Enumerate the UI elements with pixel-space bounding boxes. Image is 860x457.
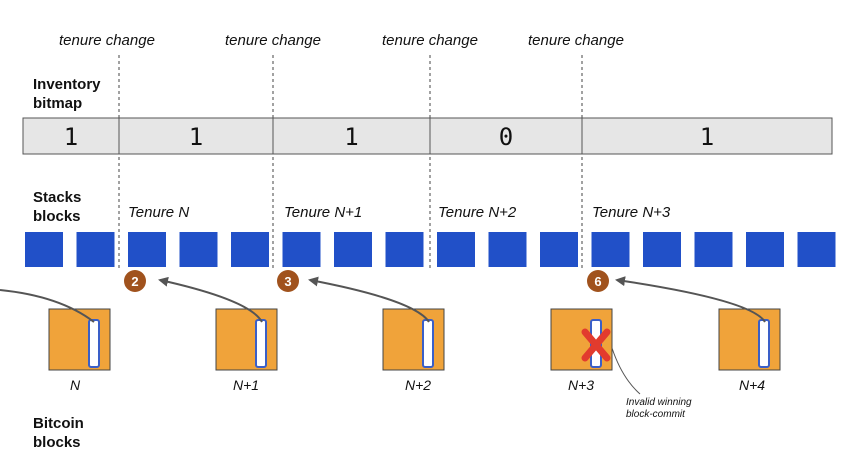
tenure-label-n2: Tenure N+2 bbox=[438, 204, 517, 221]
commit-badge-number: 3 bbox=[284, 274, 291, 289]
tenure-change-label: tenure change bbox=[225, 32, 321, 49]
inventory-label-line1: Inventory bbox=[33, 76, 101, 93]
bitcoin-block-label: N+4 bbox=[739, 377, 766, 393]
bitmap-cell-value: 1 bbox=[64, 123, 78, 151]
bitmap-cell-value: 0 bbox=[499, 123, 513, 151]
inventory-label-line2: bitmap bbox=[33, 95, 83, 112]
block-commit-marker bbox=[255, 319, 267, 368]
stacks-block bbox=[643, 232, 681, 267]
tenure-label-n1: Tenure N+1 bbox=[284, 204, 363, 221]
invalid-x-icon bbox=[581, 328, 611, 362]
bitmap-cell-value: 1 bbox=[189, 123, 203, 151]
bitcoin-block-label: N+3 bbox=[568, 377, 595, 393]
stacks-block bbox=[128, 232, 166, 267]
stacks-block bbox=[694, 232, 733, 267]
stacks-block bbox=[488, 232, 527, 267]
bitcoin-block-label: N+2 bbox=[405, 377, 432, 393]
bitmap-cell-value: 1 bbox=[700, 123, 714, 151]
stacks-block bbox=[334, 232, 372, 267]
stacks-block bbox=[385, 232, 424, 267]
commit-badge-number: 2 bbox=[131, 274, 138, 289]
stacks-block bbox=[76, 232, 115, 267]
bitcoin-label-line2: blocks bbox=[33, 434, 81, 451]
commit-arrow-incoming bbox=[0, 289, 95, 323]
bitcoin-block-label: N+1 bbox=[233, 377, 260, 393]
commit-arrow bbox=[158, 276, 263, 323]
bitcoin-block-label: N bbox=[70, 377, 81, 393]
bitcoin-block bbox=[48, 308, 111, 371]
stacks-blocks-label: Stacks blocks bbox=[33, 188, 81, 226]
bitcoin-block bbox=[215, 308, 278, 371]
stacks-block bbox=[282, 232, 321, 267]
bitmap-cell-value: 1 bbox=[344, 123, 358, 151]
commit-badge-number: 6 bbox=[594, 274, 601, 289]
stacks-block bbox=[179, 232, 218, 267]
block-commit-marker bbox=[422, 319, 434, 368]
bitcoin-label-line1: Bitcoin bbox=[33, 415, 84, 432]
stacks-block bbox=[25, 232, 63, 267]
tenure-change-label: tenure change bbox=[528, 32, 624, 49]
invalid-commit-note: Invalid winning block-commit bbox=[626, 397, 692, 421]
commit-badge bbox=[124, 270, 146, 292]
bitmap-bar bbox=[22, 117, 833, 155]
commit-badge bbox=[277, 270, 299, 292]
tenure-change-label: tenure change bbox=[59, 32, 155, 49]
bitcoin-block bbox=[718, 308, 781, 371]
stacks-label-line2: blocks bbox=[33, 208, 81, 225]
commit-badge bbox=[587, 270, 609, 292]
commit-arrow bbox=[308, 276, 430, 323]
bitcoin-block bbox=[382, 308, 445, 371]
stacks-block bbox=[591, 232, 630, 267]
block-commit-marker bbox=[88, 319, 100, 368]
tenure-change-label: tenure change bbox=[382, 32, 478, 49]
stacks-block bbox=[231, 232, 269, 267]
stacks-block bbox=[437, 232, 475, 267]
stacks-block bbox=[746, 232, 784, 267]
invalid-note-line1: Invalid winning bbox=[626, 397, 692, 408]
tenure-label-n: Tenure N bbox=[128, 204, 190, 221]
commit-arrow bbox=[615, 276, 766, 323]
block-commit-marker bbox=[758, 319, 770, 368]
bitcoin-blocks-label: Bitcoin blocks bbox=[33, 414, 84, 452]
stacks-block bbox=[540, 232, 578, 267]
stacks-block bbox=[797, 232, 836, 267]
inventory-bitmap-label: Inventory bitmap bbox=[33, 75, 101, 113]
invalid-note-line2: block-commit bbox=[626, 409, 685, 420]
invalid-note-leader bbox=[611, 347, 641, 395]
stacks-label-line1: Stacks bbox=[33, 189, 82, 206]
tenure-label-n3: Tenure N+3 bbox=[592, 204, 671, 221]
